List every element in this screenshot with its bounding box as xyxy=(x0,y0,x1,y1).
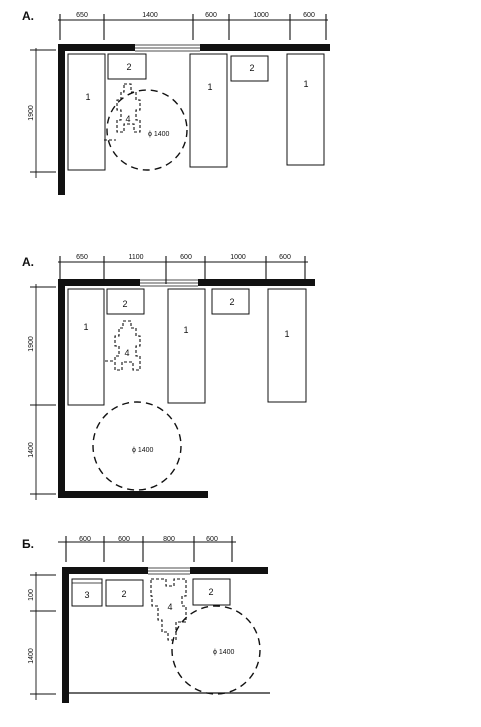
door-opening xyxy=(140,279,198,287)
circle-diameter-label: ϕ 1400 xyxy=(213,649,235,656)
wheelchair-figure xyxy=(150,578,187,641)
wall xyxy=(58,279,65,498)
wall xyxy=(62,567,148,574)
door-opening xyxy=(135,44,200,52)
item-number: 2 xyxy=(126,62,131,72)
item-number: 4 xyxy=(125,114,130,124)
dim-label: 1400 xyxy=(28,648,35,664)
plan-a-middle-left-dimension: 1900 1400 xyxy=(28,284,56,500)
fixture-1 xyxy=(167,288,206,404)
dim-label: 100 xyxy=(28,589,35,601)
wall xyxy=(200,44,330,51)
item-number: 2 xyxy=(122,299,127,309)
wall xyxy=(58,44,135,51)
dim-label: 650 xyxy=(76,254,88,261)
fixture-2 xyxy=(230,55,269,82)
plan-a-top-dimension-chain: 650 1400 600 1000 600 xyxy=(58,12,328,40)
wall xyxy=(62,567,69,703)
turning-circle xyxy=(92,401,182,491)
plan-b-dimension-chain: 600 600 800 600 xyxy=(58,536,236,562)
dim-label: 600 xyxy=(205,12,217,19)
dim-label: 1900 xyxy=(28,105,35,121)
dim-label: 600 xyxy=(206,536,218,543)
turning-circle xyxy=(171,605,261,695)
dim-label: 1900 xyxy=(28,336,35,352)
fixture-2 xyxy=(105,579,144,607)
dim-label: 1100 xyxy=(128,254,143,261)
plan-a-top: А. 650 1400 600 1000 600 1900 xyxy=(22,9,330,195)
plan-a-top-left-dimension: 1900 xyxy=(28,48,56,178)
item-number: 4 xyxy=(124,348,129,358)
fixture-1 xyxy=(189,53,228,168)
plan-b-left-dimension: 100 1400 xyxy=(28,572,56,700)
circle-diameter-label: ϕ 1400 xyxy=(148,131,170,138)
dim-label: 800 xyxy=(163,536,175,543)
item-number: 1 xyxy=(85,92,90,102)
wheelchair-figure xyxy=(114,320,141,371)
wall xyxy=(58,491,208,498)
item-number: 1 xyxy=(83,322,88,332)
dim-label: 1400 xyxy=(28,442,35,458)
plan-a-top-label: А. xyxy=(22,9,34,23)
door-opening xyxy=(148,567,190,575)
fixture-1 xyxy=(267,288,307,403)
fixture-2 xyxy=(192,578,231,606)
item-number: 4 xyxy=(167,602,172,612)
dim-label: 600 xyxy=(118,536,130,543)
circle-diameter-label: ϕ 1400 xyxy=(132,447,154,454)
fixture-2 xyxy=(211,288,250,315)
dim-label: 1000 xyxy=(230,254,246,261)
dim-label: 650 xyxy=(76,12,88,19)
item-number: 3 xyxy=(84,590,89,600)
fixture-1 xyxy=(286,53,325,166)
wheelchair-figure xyxy=(116,83,141,133)
plan-b: Б. 600 600 800 600 100 1400 xyxy=(22,536,270,703)
item-number: 2 xyxy=(121,589,126,599)
plan-b-label: Б. xyxy=(22,537,34,551)
dim-label: 1400 xyxy=(142,12,158,19)
fixture-3 xyxy=(71,578,103,607)
fixture-1 xyxy=(67,53,106,171)
wall xyxy=(190,567,268,574)
item-number: 2 xyxy=(208,587,213,597)
item-number: 1 xyxy=(207,82,212,92)
plan-a-middle: А. 650 1100 600 1000 600 1900 1400 xyxy=(22,254,315,500)
item-number: 1 xyxy=(183,325,188,335)
item-number: 1 xyxy=(303,79,308,89)
item-number: 1 xyxy=(284,329,289,339)
dim-label: 600 xyxy=(303,12,315,19)
fixture-1 xyxy=(67,288,105,406)
wall xyxy=(58,279,140,286)
dim-label: 600 xyxy=(180,254,192,261)
item-number: 2 xyxy=(249,63,254,73)
item-number: 2 xyxy=(229,297,234,307)
wall xyxy=(58,44,65,195)
dim-label: 1000 xyxy=(253,12,269,19)
dim-label: 600 xyxy=(79,536,91,543)
fixture-2 xyxy=(106,288,145,315)
turning-circle xyxy=(106,89,188,171)
wall xyxy=(198,279,315,286)
fixture-2 xyxy=(107,53,147,80)
dim-label: 600 xyxy=(279,254,291,261)
plan-a-middle-label: А. xyxy=(22,255,34,269)
